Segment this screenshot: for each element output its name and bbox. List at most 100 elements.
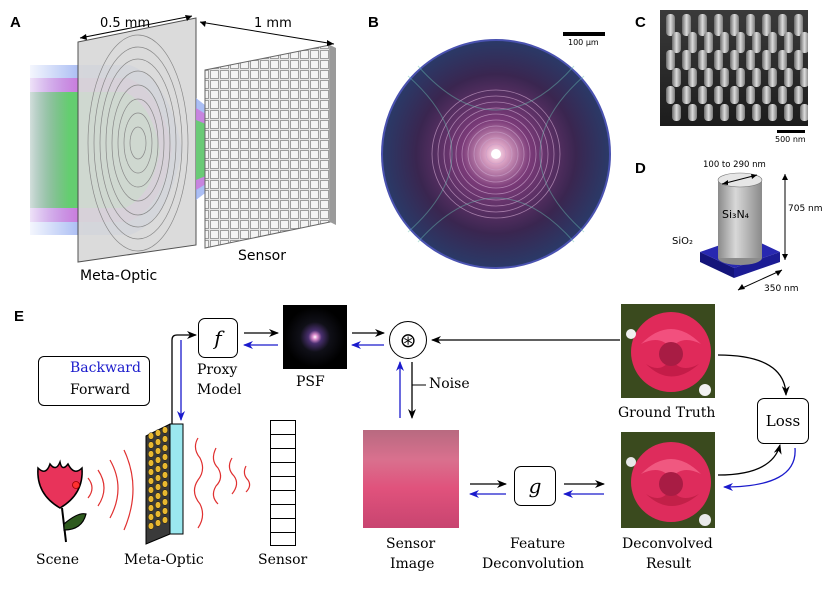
sem-pillar [698, 50, 707, 70]
sem-pillar [794, 50, 803, 70]
sem-pillar [682, 14, 691, 36]
deconvolved-label-1: Deconvolved [622, 536, 713, 552]
meta-optic-pillar [162, 516, 169, 524]
sem-pillar [746, 50, 755, 70]
meta-optic-pillar [154, 510, 161, 518]
panel-letter-b: B [368, 14, 379, 31]
sem-pillar [688, 104, 697, 121]
meta-optic-pillar [147, 459, 154, 467]
meta-optic-pillar [162, 489, 169, 497]
legend-forward-label: Forward [70, 382, 131, 398]
meta-optic-pillar [162, 498, 169, 506]
sem-pillar [698, 14, 707, 36]
sem-pillar [784, 32, 793, 53]
proxy-label-2: Model [197, 382, 242, 398]
meta-optic-pillar [154, 429, 161, 437]
sem-pillar [752, 68, 761, 87]
sem-pillar [800, 32, 808, 53]
sem-pillar [720, 32, 729, 53]
substrate-front [700, 252, 734, 278]
feature-deconv-symbol: g [528, 474, 542, 498]
loss-label: Loss [765, 412, 801, 430]
meta-optic-pillar [147, 513, 154, 521]
sem-pillar [720, 68, 729, 87]
feature-label-1: Feature [510, 536, 566, 552]
sensor-side [330, 45, 336, 225]
proxy-label-1: Proxy [197, 362, 238, 378]
sem-pillar [778, 50, 787, 70]
sem-pillar [794, 14, 803, 36]
sem-pillar [784, 68, 793, 87]
sem-pillar [704, 32, 713, 53]
sem-pillar [672, 104, 681, 121]
meta-optic-pillar [162, 462, 169, 470]
panel-letter-e: E [14, 308, 25, 325]
meta-optic-pillar [147, 432, 154, 440]
sem-pillar [752, 104, 761, 121]
meta-optic-pillar [154, 483, 161, 491]
sensor-column [270, 420, 296, 546]
panel-c-sem-image [660, 10, 808, 126]
sem-pillar [666, 14, 675, 36]
sem-pillar [714, 50, 723, 70]
feature-deconv-box: g [514, 466, 556, 506]
scene-rose-icon [37, 459, 87, 543]
panel-letter-c: C [635, 14, 646, 31]
meta-optic-pillar [147, 486, 154, 494]
convolution-node: ⊛ [389, 321, 427, 359]
sensor-array [204, 44, 331, 249]
meta-optic-element [145, 423, 184, 545]
sensor-label-a: Sensor [238, 248, 286, 264]
meta-optic-pillar [162, 426, 169, 434]
sem-pillar [736, 68, 745, 87]
meta-optic-pillar [147, 441, 154, 449]
meta-optic-pillar [154, 501, 161, 509]
sem-pillar [768, 68, 777, 87]
meta-optic-pillar [147, 450, 154, 458]
sem-pillar [736, 32, 745, 53]
sem-pillar [778, 14, 787, 36]
convolution-symbol: ⊛ [399, 328, 417, 352]
sem-pillar [688, 32, 697, 53]
sem-pillar [746, 14, 755, 36]
meta-optic-pillar [162, 444, 169, 452]
sem-pillar [730, 14, 739, 36]
meta-optic-pillar [147, 495, 154, 503]
meta-optic-pillar [162, 453, 169, 461]
legend-box [38, 356, 150, 406]
sem-pillar [800, 68, 808, 87]
sem-pillar [714, 14, 723, 36]
proxy-model-symbol: f [214, 326, 222, 350]
sem-pillar [736, 104, 745, 121]
meta-optic-pillar [162, 507, 169, 515]
ground-truth-label: Ground Truth [618, 405, 716, 421]
sem-pillar [672, 68, 681, 87]
substrate-side [734, 252, 780, 278]
meta-optic-pillar [147, 477, 154, 485]
scale-bar-b [563, 32, 605, 36]
meta-optic-plate [77, 17, 197, 263]
sem-pillar [682, 50, 691, 70]
sensor-image-label-2: Image [390, 556, 435, 572]
legend-backward-label: Backward [70, 360, 141, 376]
sem-pillar [794, 86, 803, 104]
sem-pillar [762, 50, 771, 70]
meta-optic-pillar [162, 471, 169, 479]
meta-optic-pillar [147, 468, 154, 476]
sem-pillar [762, 86, 771, 104]
sem-pillar [762, 14, 771, 36]
sensor-image [363, 430, 459, 528]
meta-optic-pillar [147, 522, 154, 530]
sem-pillar [682, 86, 691, 104]
sem-pillar [704, 68, 713, 87]
dim-label-right: 1 mm [254, 16, 292, 31]
sensor-label-e: Sensor [258, 552, 308, 568]
scale-label-b: 100 µm [568, 38, 599, 47]
meta-optic-pillar [154, 438, 161, 446]
psf-thumbnail [283, 305, 347, 369]
meta-optic-pillar [147, 504, 154, 512]
sem-pillar [746, 86, 755, 104]
meta-optic-pillar [154, 492, 161, 500]
sem-pillar [714, 86, 723, 104]
sem-pillar [672, 32, 681, 53]
